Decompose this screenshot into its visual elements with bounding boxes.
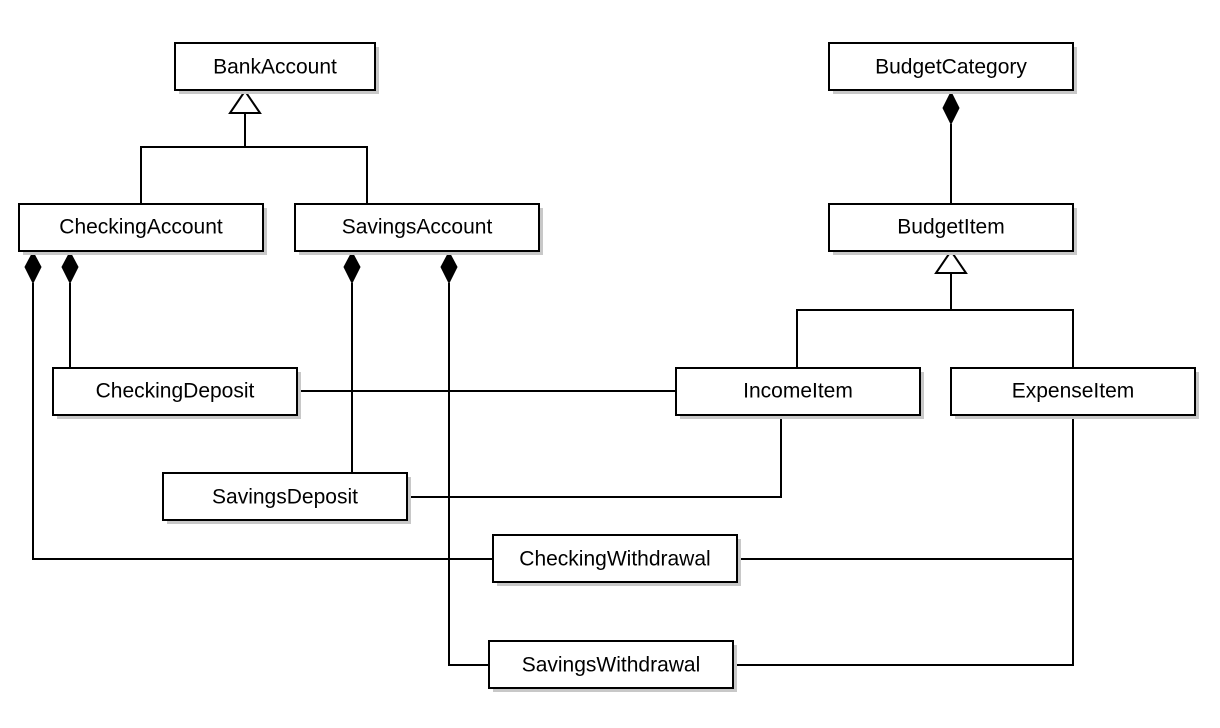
class-budget-item: BudgetItem [828, 203, 1077, 255]
class-label: ExpenseItem [1012, 380, 1135, 403]
box [828, 42, 1074, 91]
edge-income-expense-to-budget-item [796, 309, 1074, 368]
edge-savings-account-to-savings-withdrawal [448, 283, 489, 666]
class-checking-deposit: CheckingDeposit [52, 367, 301, 419]
box [162, 472, 408, 521]
box [675, 367, 921, 416]
box [18, 203, 264, 252]
box [950, 367, 1196, 416]
edges [32, 113, 1074, 666]
class-label: CheckingWithdrawal [519, 548, 710, 571]
markers [24, 89, 968, 285]
box [828, 203, 1074, 252]
edge-checking-account-to-checking-withdrawal [32, 283, 493, 560]
class-income-item: IncomeItem [675, 367, 924, 419]
class-label: SavingsWithdrawal [522, 654, 701, 677]
class-savings-account: SavingsAccount [294, 203, 543, 255]
edge-withdrawals-to-expense-item [733, 413, 1074, 666]
class-label: BudgetCategory [875, 56, 1027, 79]
composition-diamond-checking-withdrawal [24, 250, 42, 285]
composition-diamond-savings-withdrawal [440, 250, 458, 285]
class-savings-withdrawal: SavingsWithdrawal [488, 640, 737, 692]
box [174, 42, 376, 91]
class-budget-category: BudgetCategory [828, 42, 1077, 94]
edge-checking-account-to-bank-account [140, 146, 368, 204]
class-label: CheckingDeposit [96, 380, 255, 403]
composition-diamond-checking-deposit [61, 250, 79, 285]
composition-diamond-savings-deposit [343, 250, 361, 285]
class-checking-account: CheckingAccount [18, 203, 267, 255]
composition-diamond-budget-category [942, 90, 960, 126]
class-label: SavingsDeposit [212, 486, 358, 509]
box [488, 640, 734, 689]
class-expense-item: ExpenseItem [950, 367, 1199, 419]
box [52, 367, 298, 416]
edge-savings-deposit-to-income-item [407, 413, 782, 498]
box [492, 534, 738, 583]
generalization-triangle-bank-account [228, 89, 262, 114]
class-label: SavingsAccount [342, 216, 493, 239]
class-savings-deposit: SavingsDeposit [162, 472, 411, 524]
class-bank-account: BankAccount [174, 42, 379, 94]
class-label: CheckingAccount [59, 216, 223, 239]
class-label: BankAccount [213, 56, 337, 79]
class-label: BudgetItem [897, 216, 1004, 239]
class-checking-withdrawal: CheckingWithdrawal [492, 534, 741, 586]
generalization-triangle-budget-item [934, 249, 968, 274]
box [294, 203, 540, 252]
class-label: IncomeItem [743, 380, 853, 403]
